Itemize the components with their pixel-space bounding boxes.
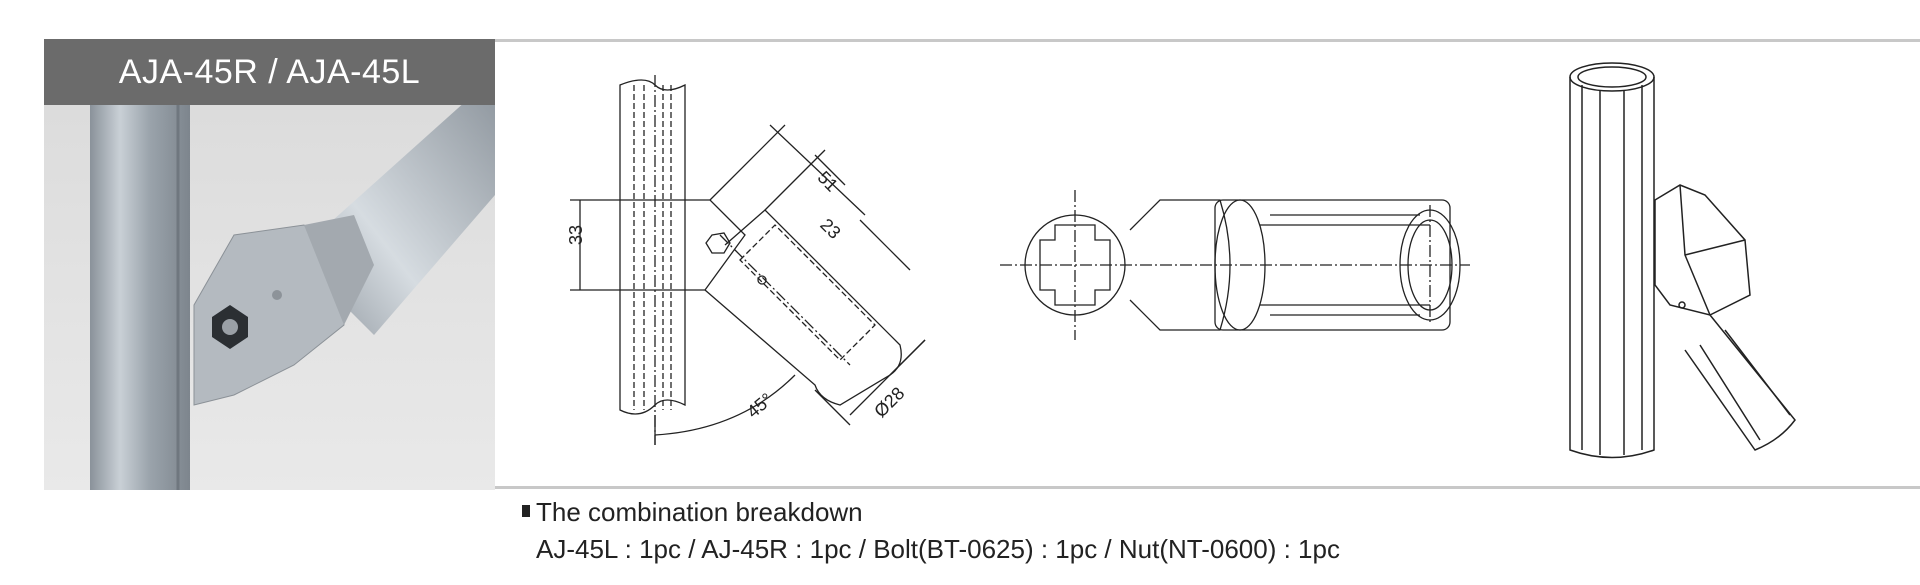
product-title-text: AJA-45R / AJA-45L (118, 52, 421, 91)
product-title: AJA-45R / AJA-45L (44, 39, 495, 105)
product-photo (44, 105, 495, 490)
top-view-drawing (1000, 190, 1470, 340)
breakdown-heading: The combination breakdown (536, 497, 863, 527)
dimension-drawing: 33 51 23 45° Ø28 (566, 75, 926, 445)
breakdown-items: AJ-45L : 1pc / AJ-45R : 1pc / Bolt(BT-06… (536, 534, 1340, 564)
combination-breakdown: The combination breakdown AJ-45L : 1pc /… (522, 494, 1340, 568)
dim-33-label: 33 (566, 225, 586, 245)
top-divider (495, 39, 1920, 42)
perspective-drawing (1569, 62, 1796, 459)
bullet-icon (522, 505, 530, 517)
dim-23-label: 23 (816, 215, 844, 243)
bottom-divider (495, 486, 1920, 489)
angle-label: 45° (743, 389, 777, 422)
dim-51-label: 51 (814, 167, 842, 195)
